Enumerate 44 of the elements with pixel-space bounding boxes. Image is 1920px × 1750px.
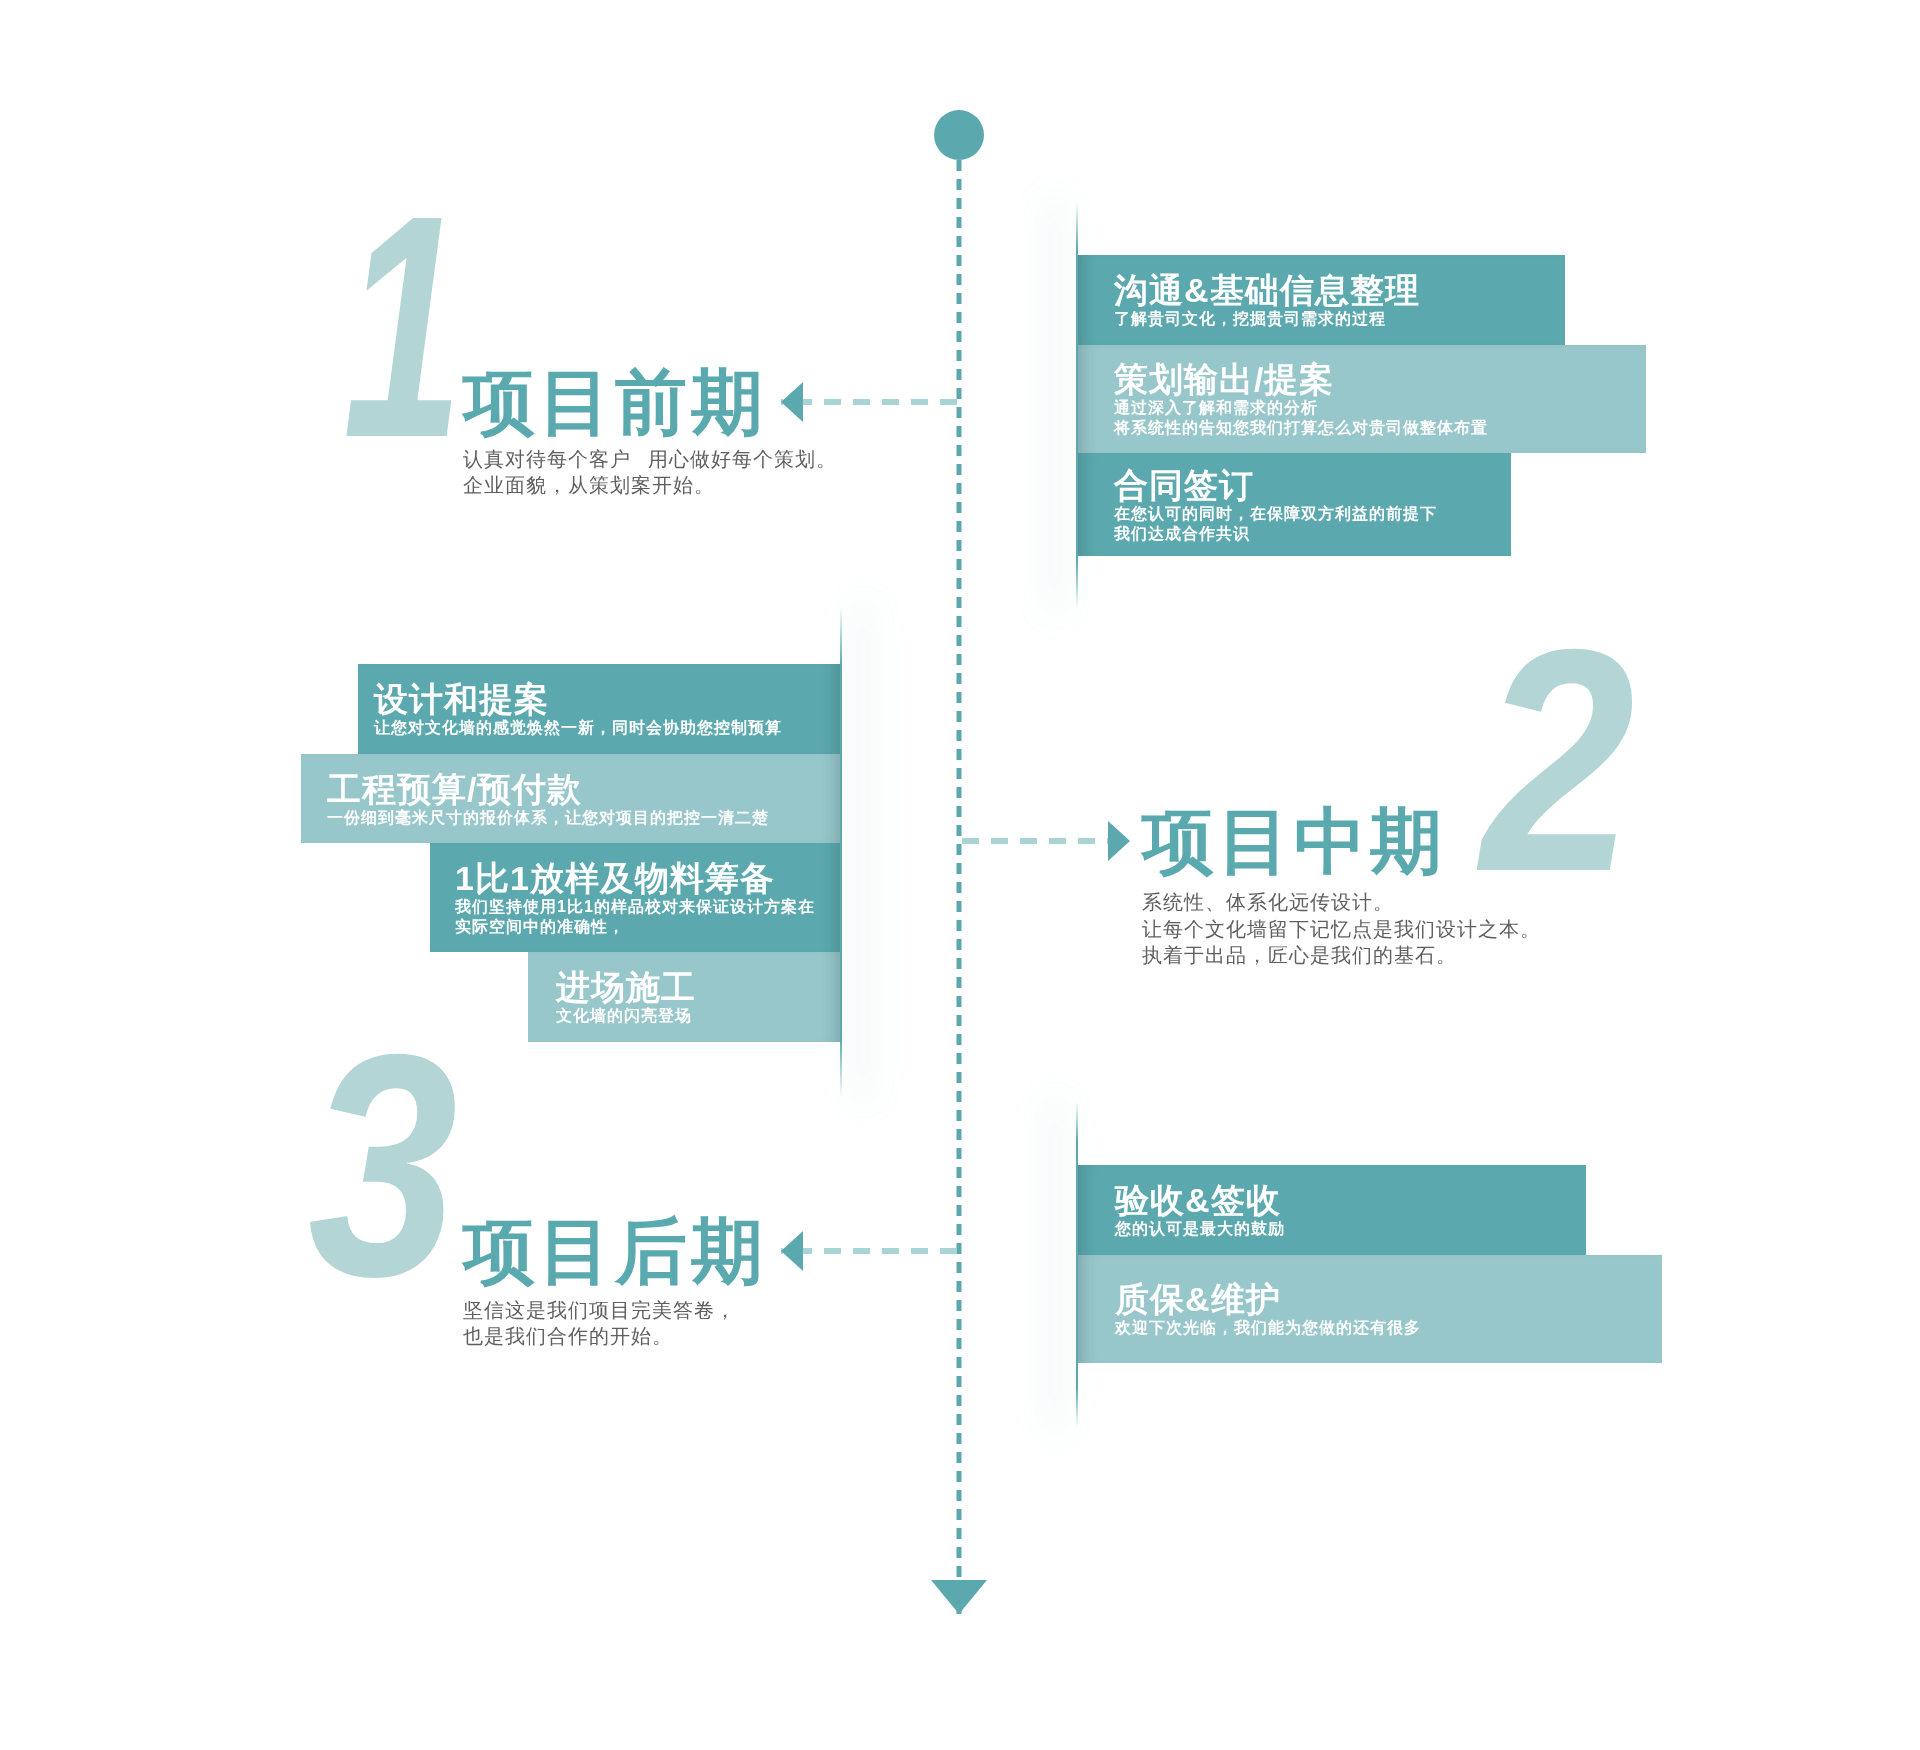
phase-description: 让每个文化墙留下记忆点是我们设计之本。 <box>1142 917 1541 942</box>
step-description: 了解贵司文化，挖掘贵司需求的过程 <box>1114 309 1386 329</box>
step-card <box>358 664 840 754</box>
step-title: 进场施工 <box>556 968 696 1006</box>
step-description: 一份细到毫米尺寸的报价体系，让您对项目的把控一清二楚 <box>327 807 769 828</box>
step-card <box>1078 453 1511 556</box>
step-title: 沟通&基础信息整理 <box>1114 271 1420 309</box>
step-description: 我们坚持使用1比1的样品校对来保证设计方案在实际空间中的准确性， <box>455 896 816 937</box>
dashed-arrow <box>781 382 957 422</box>
step-description: 欢迎下次光临，我们能为您做的还有很多 <box>1115 1318 1421 1338</box>
step-description: 您的认可是最大的鼓励 <box>1115 1219 1285 1239</box>
phase-description: 执着于出品，匠心是我们的基石。 <box>1142 943 1457 968</box>
step-card <box>1078 255 1565 345</box>
phase-description: 认真对待每个客户 用心做好每个策划。企业面貌，从策划案开始。 <box>463 447 838 498</box>
step-title: 策划输出/提案 <box>1114 360 1335 398</box>
dashed-arrow <box>781 1231 957 1271</box>
step-card <box>1078 345 1646 453</box>
step-card <box>1078 1255 1662 1363</box>
phase-number: 2 <box>1474 646 1644 875</box>
step-description: 在您认可的同时，在保障双方利益的前提下我们达成合作共识 <box>1114 503 1438 544</box>
step-card <box>528 952 840 1042</box>
step-title: 验收&签收 <box>1115 1181 1281 1219</box>
step-title: 质保&维护 <box>1115 1280 1281 1318</box>
step-description: 让您对文化墙的感觉焕然一新，同时会协助您控制预算 <box>374 719 782 738</box>
phase-description: 系统性、体系化远传设计。 <box>1142 890 1394 915</box>
step-card <box>301 754 840 843</box>
step-card <box>430 843 840 952</box>
timeline-arrow <box>931 160 987 1614</box>
phase-heading: 项目前期 <box>463 366 781 438</box>
phase-description: 坚信这是我们项目完美答卷，也是我们合作的开始。 <box>463 1298 737 1349</box>
dashed-arrow <box>962 821 1130 861</box>
phase-number: 1 <box>343 212 456 441</box>
step-title: 工程预算/预付款 <box>327 769 583 808</box>
step-title: 合同签订 <box>1114 465 1254 504</box>
step-description: 将系统性的告知您我们打算怎么对贵司做整体布置 <box>1114 418 1488 438</box>
step-description: 通过深入了解和需求的分析 <box>1114 398 1318 418</box>
step-card <box>1078 1165 1586 1255</box>
step-title: 1比1放样及物料筹备 <box>455 858 775 897</box>
step-description: 文化墙的闪亮登场 <box>556 1006 692 1026</box>
phase-number: 3 <box>306 1051 459 1280</box>
step-title: 设计和提案 <box>374 680 549 718</box>
start-circle <box>934 110 984 160</box>
phase-heading: 项目中期 <box>1130 805 1446 877</box>
phase-heading: 项目后期 <box>463 1215 781 1287</box>
